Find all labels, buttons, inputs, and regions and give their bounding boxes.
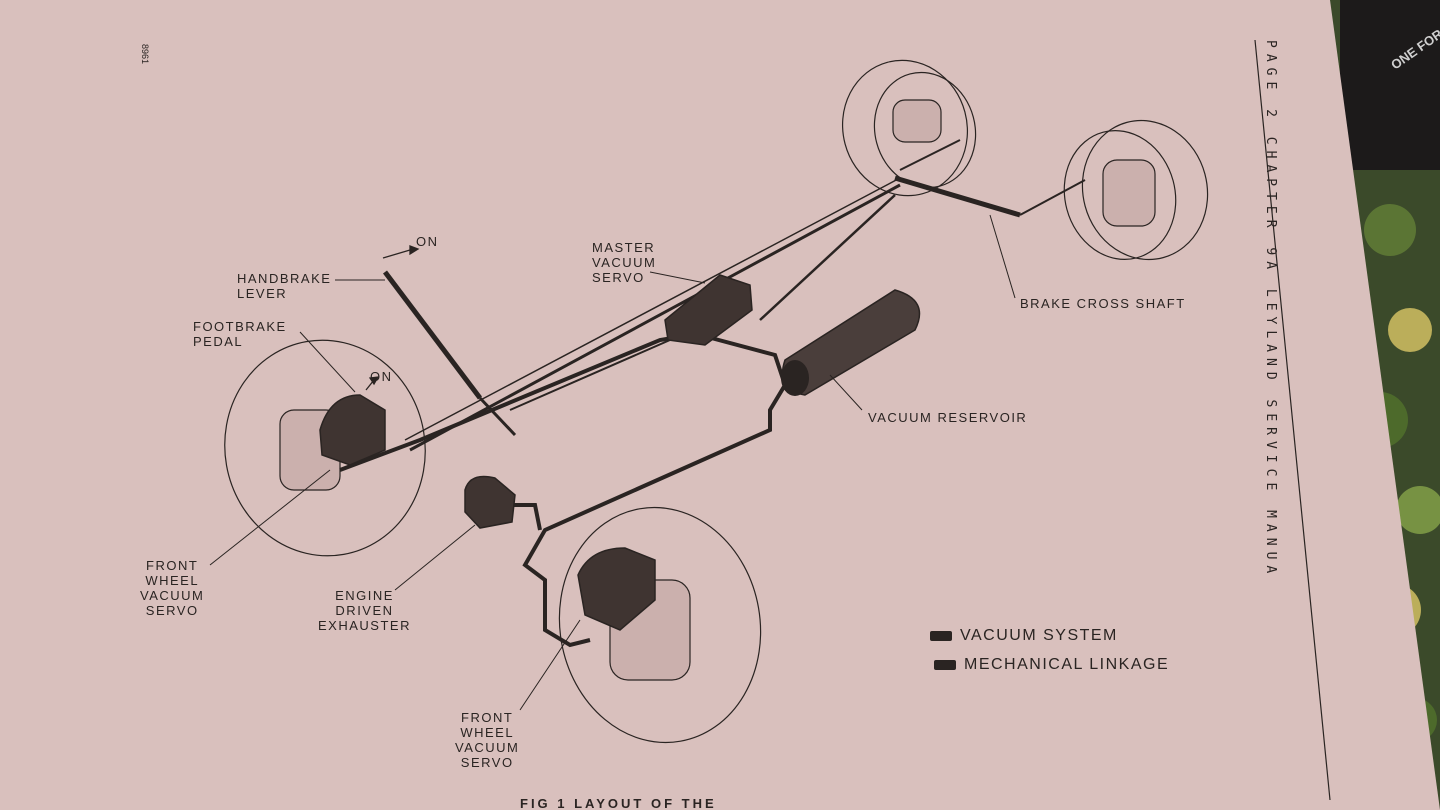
page-number: 8961: [140, 44, 150, 65]
label-handbrake-lever: HANDBRAKE LEVER: [237, 271, 332, 301]
label-footbrake-pedal: FOOTBRAKE PEDAL: [193, 319, 287, 349]
label-master-vacuum-servo: MASTER VACUUM SERVO: [592, 240, 657, 285]
page-header: PAGE 2 CHAPTER 9A LEYLAND SERVICE MANUA: [1263, 40, 1278, 580]
master-vacuum-servo: [664, 274, 753, 346]
coaster: [1340, 0, 1440, 170]
front-left-vacuum-servo: [319, 394, 386, 466]
legend-mechanical-linkage: MECHANICAL LINKAGE: [934, 656, 1169, 674]
leader-lines: [209, 214, 1016, 711]
label-front-wheel-vacuum-servo-left: FRONT WHEEL VACUUM SERVO: [140, 558, 205, 618]
front-right-vacuum-servo: [577, 547, 656, 631]
legend-swatch-mechanical: [934, 660, 956, 670]
vacuum-line-rear: [759, 194, 896, 321]
label-front-wheel-vacuum-servo-bottom: FRONT WHEEL VACUUM SERVO: [455, 710, 520, 770]
legend-vacuum-system: VACUUM SYSTEM: [930, 627, 1118, 645]
front-right-wheel: [558, 506, 762, 744]
rear-right-wheel: [1081, 119, 1209, 261]
mechanical-linkage: [383, 139, 1086, 452]
legend-label-mechanical: MECHANICAL LINKAGE: [964, 656, 1170, 673]
engine-driven-exhauster: [464, 475, 516, 529]
vacuum-reservoir: [781, 289, 921, 396]
legend-label-vacuum: VACUUM SYSTEM: [960, 627, 1118, 644]
header-rule: [1254, 39, 1331, 801]
label-engine-driven-exhauster: ENGINE DRIVEN EXHAUSTER: [318, 588, 411, 633]
rear-left-wheel: [841, 59, 969, 197]
label-on-handbrake: ON: [416, 234, 439, 249]
figure-caption: FIG 1 LAYOUT OF THE: [520, 796, 717, 810]
on-arrows: [365, 245, 420, 391]
label-vacuum-reservoir: VACUUM RESERVOIR: [868, 410, 1028, 425]
label-brake-cross-shaft: BRAKE CROSS SHAFT: [1020, 296, 1186, 311]
legend-swatch-vacuum: [930, 631, 952, 641]
label-on-pedal: ON: [370, 369, 393, 384]
